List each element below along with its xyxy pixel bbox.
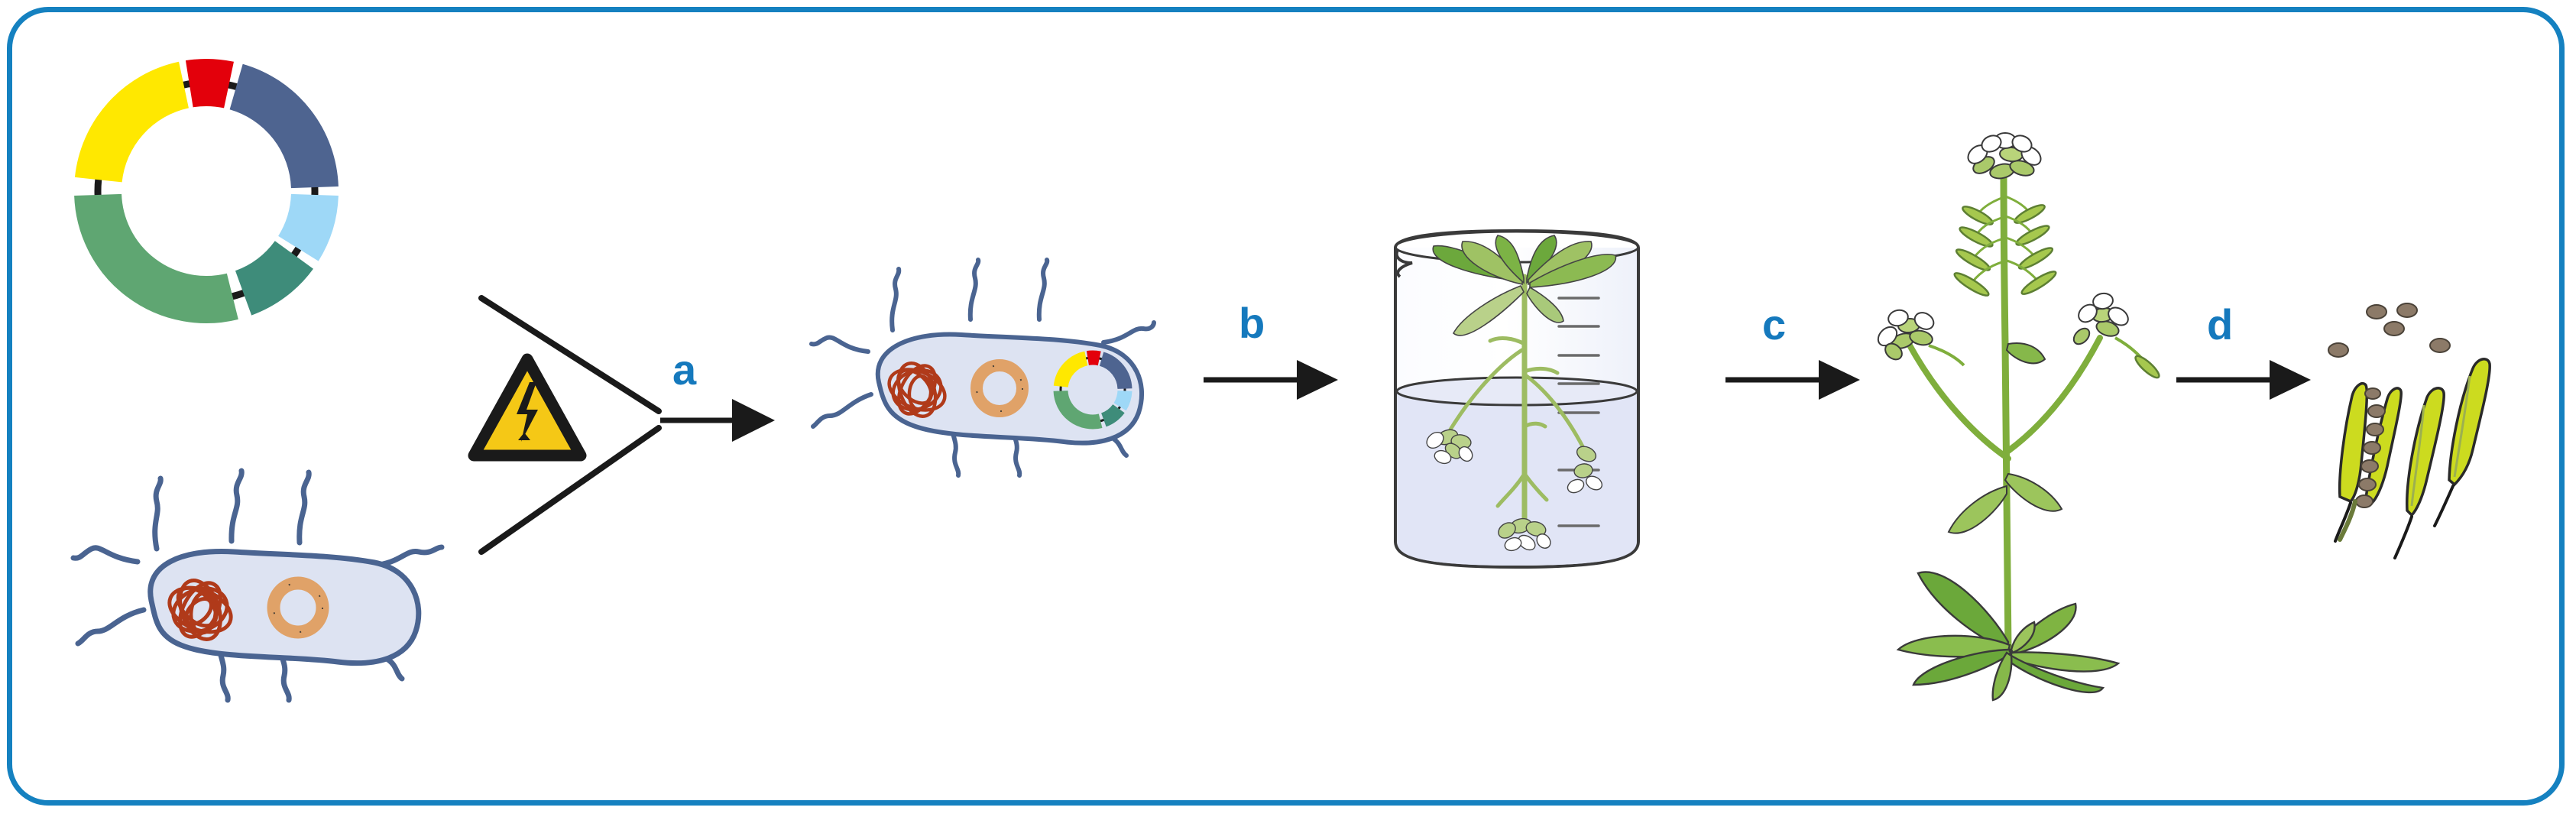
silique-stalk (2334, 501, 2352, 543)
arrow-c-svg (1725, 360, 1860, 400)
liquid-surface (1395, 376, 1638, 407)
plasmid-segment-selection-marker (1100, 404, 1125, 427)
siliques-and-seeds (2292, 303, 2560, 559)
plant-main-stem (2000, 164, 2012, 653)
plasmid-segment-origin-of-replication (1053, 390, 1103, 430)
hazard-triangle (468, 353, 587, 462)
bacterium-body (875, 332, 1144, 446)
chromosome-tangle (167, 579, 233, 641)
floral-dip-beaker (1368, 222, 1666, 581)
arrow-d-svg (2176, 360, 2311, 400)
arrow-d-step: d (2176, 303, 2329, 409)
plasmid-segment-terminator (277, 193, 339, 261)
step-label-a: a (672, 345, 697, 394)
arabidopsis-plant (1834, 115, 2186, 702)
beaker-spout (1395, 248, 1413, 278)
seeds-in-pod (2355, 387, 2386, 508)
beaker-svg (1394, 229, 1640, 569)
arrow-b-svg (1204, 360, 1338, 400)
arrow-a (660, 399, 775, 442)
inverted-plant (1426, 235, 1617, 552)
native-plasmid-ring (267, 576, 329, 639)
step-label-b: b (1239, 299, 1265, 347)
plasmid-segment-origin-of-replication (74, 193, 238, 323)
rosette-leaves (1896, 571, 2121, 702)
native-plasmid-ring (970, 359, 1029, 417)
rosette-leaves (1432, 235, 1617, 336)
plasmid-segment-promoter (185, 59, 234, 109)
plasmid-map-svg (74, 59, 339, 323)
plasmid-segment-gene-of-interest (1099, 352, 1132, 390)
stem-siliques (1953, 194, 2057, 297)
apical-flower-cluster (1967, 132, 2042, 180)
plant-branch-left (1906, 341, 2011, 462)
cauline-leaves (1947, 342, 2063, 534)
mini-plasmid-segment-group (1053, 350, 1132, 430)
donor-bacterium-svg (70, 468, 445, 703)
arrow-c-step: c (1725, 303, 1878, 409)
flower-clusters (1426, 429, 1603, 552)
transformed-bacterium-svg (809, 258, 1156, 478)
flower-cluster-right (2072, 292, 2160, 379)
chromosome-tangle (887, 361, 947, 418)
step-label-c: c (1762, 300, 1787, 349)
step-label-d: d (2207, 300, 2234, 349)
silique-right (2433, 358, 2491, 527)
seeds-svg (2328, 303, 2491, 559)
beaker-rim (1394, 229, 1640, 248)
electroporation-svg (468, 295, 775, 555)
merge-lines (478, 295, 662, 555)
electroporation-step: a (451, 283, 787, 581)
silique-middle (2393, 387, 2445, 559)
plant-branches (1448, 336, 1586, 508)
lightning-bolt-icon (517, 382, 538, 442)
plasmid-segment-gene-of-interest (228, 63, 339, 190)
loose-seeds (2328, 303, 2451, 358)
recombinant-plasmid-ring (1053, 350, 1132, 430)
plasmid-segment-terminator (1113, 390, 1132, 411)
transformed-bacterium (795, 258, 1156, 512)
plasmid-segment-border-sequence (1053, 351, 1088, 388)
arrow-b-step: b (1204, 302, 1356, 409)
plasmid-segment-selection-marker (235, 240, 313, 316)
plasmid-map-diagram (46, 31, 367, 352)
plant-svg (1877, 132, 2160, 702)
plasmid-segment-border-sequence (74, 61, 190, 183)
plasmid-segment-group (74, 59, 339, 323)
open-silique (2334, 381, 2403, 543)
donor-bacterium (53, 451, 451, 703)
plant-branch-right (2005, 335, 2103, 454)
flower-cluster-left (1877, 309, 1965, 367)
